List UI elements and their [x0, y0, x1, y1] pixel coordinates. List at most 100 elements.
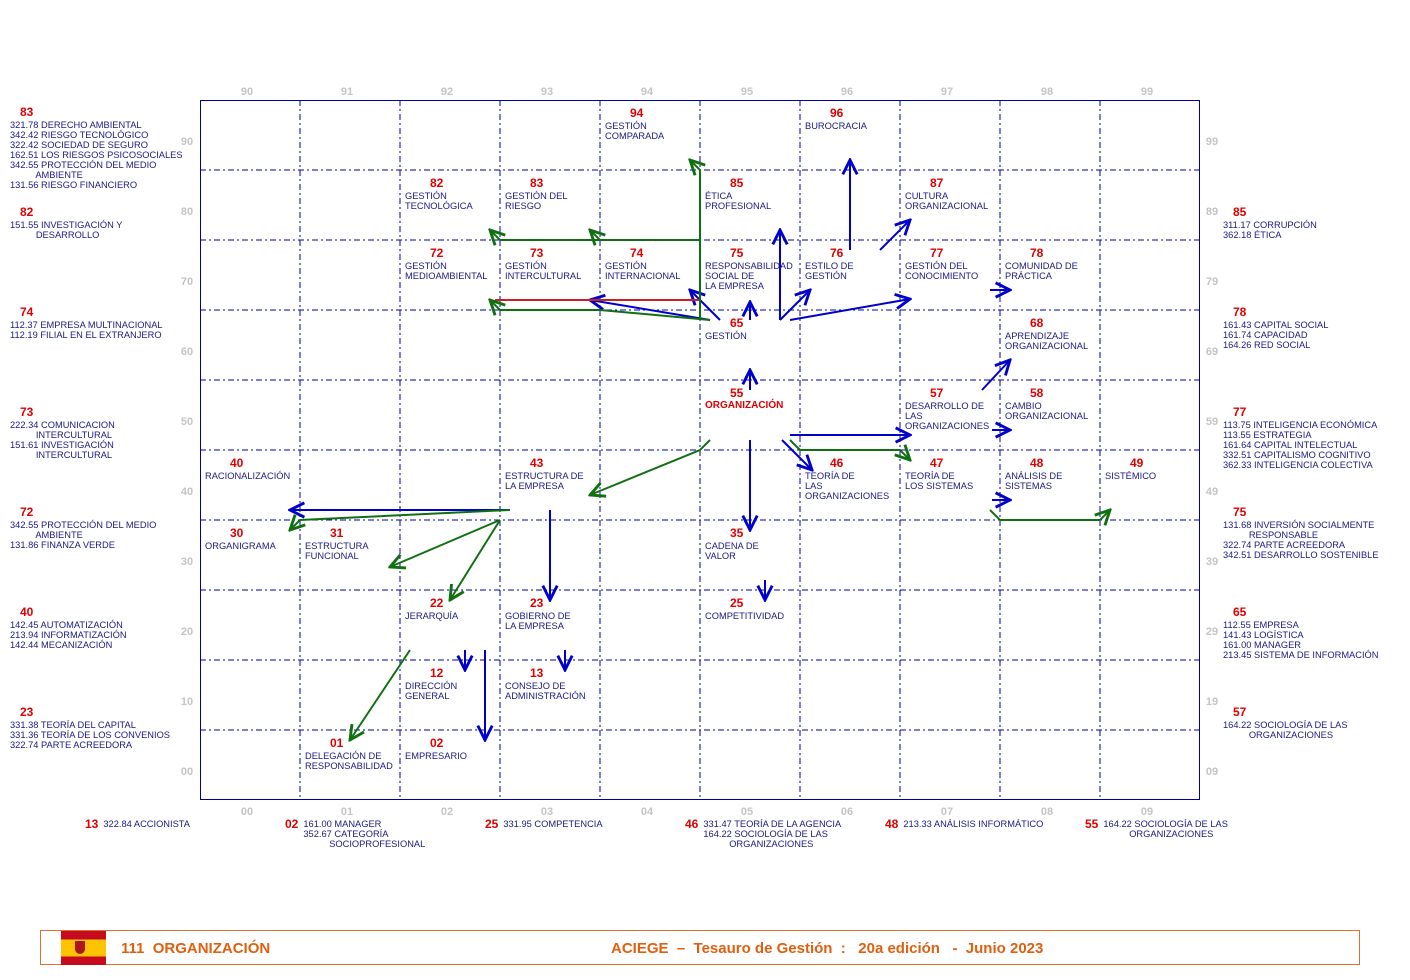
note-code: 48 — [885, 817, 899, 831]
term-label[interactable]: GESTIÓN COMPARADA — [605, 121, 665, 141]
term-label[interactable]: ORGANIGRAMA — [205, 541, 276, 551]
note-line: INTERCULTURAL — [10, 430, 113, 440]
axis-label-bottom: 02 — [440, 806, 454, 818]
note-code: 73 — [20, 405, 34, 419]
section-title: 111 ORGANIZACIÓN — [121, 940, 271, 957]
note-line: 142.45 AUTOMATIZACIÓN — [10, 620, 123, 630]
term-label[interactable]: CULTURA ORGANIZACIONAL — [905, 191, 989, 211]
note-code: 78 — [1233, 305, 1247, 319]
term-code: 94 — [630, 106, 644, 120]
term-label[interactable]: GESTIÓN INTERNACIONAL — [605, 261, 681, 281]
grid-lines — [200, 100, 1200, 800]
axis-label-right: 59 — [1205, 416, 1219, 428]
note-code: 85 — [1233, 205, 1247, 219]
term-label[interactable]: APRENDIZAJE ORGANIZACIONAL — [1005, 331, 1089, 351]
term-label[interactable]: RESPONSABILIDAD SOCIAL DE LA EMPRESA — [705, 261, 793, 291]
note-line: 311.17 CORRUPCIÓN — [1223, 220, 1317, 230]
axis-label-left: 80 — [180, 206, 194, 218]
note-code: 74 — [20, 305, 34, 319]
note-line: 112.19 FILIAL EN EL EXTRANJERO — [10, 330, 162, 340]
note-line: 213.94 INFORMATIZACIÓN — [10, 630, 127, 640]
note-lines: 164.22 SOCIOLOGÍA DE LAS ORGANIZACIONES — [1223, 720, 1348, 740]
axis-label-right: 99 — [1205, 136, 1219, 148]
term-code: 57 — [930, 386, 944, 400]
note-line: 331.38 TEORÍA DEL CAPITAL — [10, 720, 136, 730]
term-label[interactable]: BUROCRACIA — [805, 121, 867, 131]
note-line: 331.47 TEORÍA DE LA AGENCIA — [703, 819, 842, 829]
note-line: 131.68 INVERSIÓN SOCIALMENTE — [1223, 520, 1375, 530]
note-line: 161.74 CAPACIDAD — [1223, 330, 1308, 340]
axis-label-right: 09 — [1205, 766, 1219, 778]
note-line: 342.42 RIESGO TECNOLÓGICO — [10, 130, 149, 140]
term-label[interactable]: ESTILO DE GESTIÓN — [805, 261, 854, 281]
axis-label-left: 10 — [180, 696, 194, 708]
note-line: 164.26 RED SOCIAL — [1223, 340, 1311, 350]
note-line: 342.55 PROTECCIÓN DEL MEDIO — [10, 160, 157, 170]
term-label[interactable]: GESTIÓN TECNOLÓGICA — [405, 191, 473, 211]
term-label[interactable]: CONSEJO DE ADMINISTRACIÓN — [505, 681, 586, 701]
term-label[interactable]: DESARROLLO DE LAS ORGANIZACIONES — [905, 401, 990, 431]
term-label[interactable]: ANÁLISIS DE SISTEMAS — [1005, 471, 1063, 491]
term-label[interactable]: COMUNIDAD DE PRÁCTICA — [1005, 261, 1078, 281]
term-label[interactable]: GESTIÓN DEL RIESGO — [505, 191, 568, 211]
term-label[interactable]: ESTRUCTURA DE LA EMPRESA — [505, 471, 584, 491]
term-code: 76 — [830, 246, 844, 260]
term-label[interactable]: GOBIERNO DE LA EMPRESA — [505, 611, 571, 631]
term-label[interactable]: CADENA DE VALOR — [705, 541, 759, 561]
term-label[interactable]: DIRECCIÓN GENERAL — [405, 681, 458, 701]
note-line: 322.84 ACCIONISTA — [103, 819, 190, 829]
note-code: 55 — [1085, 817, 1099, 831]
term-code: 02 — [430, 736, 444, 750]
axis-label-bottom: 06 — [840, 806, 854, 818]
term-label[interactable]: CAMBIO ORGANIZACIONAL — [1005, 401, 1089, 421]
note-line: 161.43 CAPITAL SOCIAL — [1223, 320, 1329, 330]
term-code: 30 — [230, 526, 244, 540]
term-label[interactable]: EMPRESARIO — [405, 751, 467, 761]
term-label[interactable]: GESTIÓN INTERCULTURAL — [505, 261, 582, 281]
term-code: 31 — [330, 526, 344, 540]
term-label[interactable]: COMPETITIVIDAD — [705, 611, 785, 621]
note-code: 83 — [20, 105, 34, 119]
term-label[interactable]: ESTRUCTURA FUNCIONAL — [305, 541, 369, 561]
axis-label-right: 29 — [1205, 626, 1219, 638]
term-label[interactable]: GESTIÓN — [705, 331, 747, 341]
term-code: 48 — [1030, 456, 1044, 470]
term-label[interactable]: GESTIÓN MEDIOAMBIENTAL — [405, 261, 488, 281]
note-line: DESARROLLO — [10, 230, 100, 240]
note-code: 82 — [20, 205, 34, 219]
term-label[interactable]: JERARQUÍA — [405, 611, 459, 621]
note-line: 162.51 LOS RIESGOS PSICOSOCIALES — [10, 150, 183, 160]
term-label[interactable]: GESTIÓN DEL CONOCIMIENTO — [905, 261, 979, 281]
axis-label-top: 90 — [240, 86, 254, 98]
term-label[interactable]: ÉTICA PROFESIONAL — [705, 191, 772, 211]
note-line: 164.22 SOCIOLOGÍA DE LAS — [1223, 720, 1348, 730]
term-label[interactable]: RACIONALIZACIÓN — [205, 471, 291, 481]
note-line: 322.74 PARTE ACREEDORA — [10, 740, 133, 750]
focus-term-label[interactable]: ORGANIZACIÓN — [705, 400, 784, 411]
axis-label-top: 98 — [1040, 86, 1054, 98]
term-label[interactable]: SISTÉMICO — [1105, 471, 1157, 481]
term-code: 83 — [530, 176, 544, 190]
axis-label-bottom: 05 — [740, 806, 754, 818]
term-code: 73 — [530, 246, 544, 260]
note-line: RESPONSABLE — [1223, 530, 1319, 540]
note-code: 40 — [20, 605, 34, 619]
term-label[interactable]: TEORÍA DE LOS SISTEMAS — [905, 471, 974, 491]
term-label[interactable]: TEORÍA DE LAS ORGANIZACIONES — [805, 471, 890, 501]
term-label[interactable]: DELEGACIÓN DE RESPONSABILIDAD — [305, 751, 393, 771]
axis-label-top: 99 — [1140, 86, 1154, 98]
